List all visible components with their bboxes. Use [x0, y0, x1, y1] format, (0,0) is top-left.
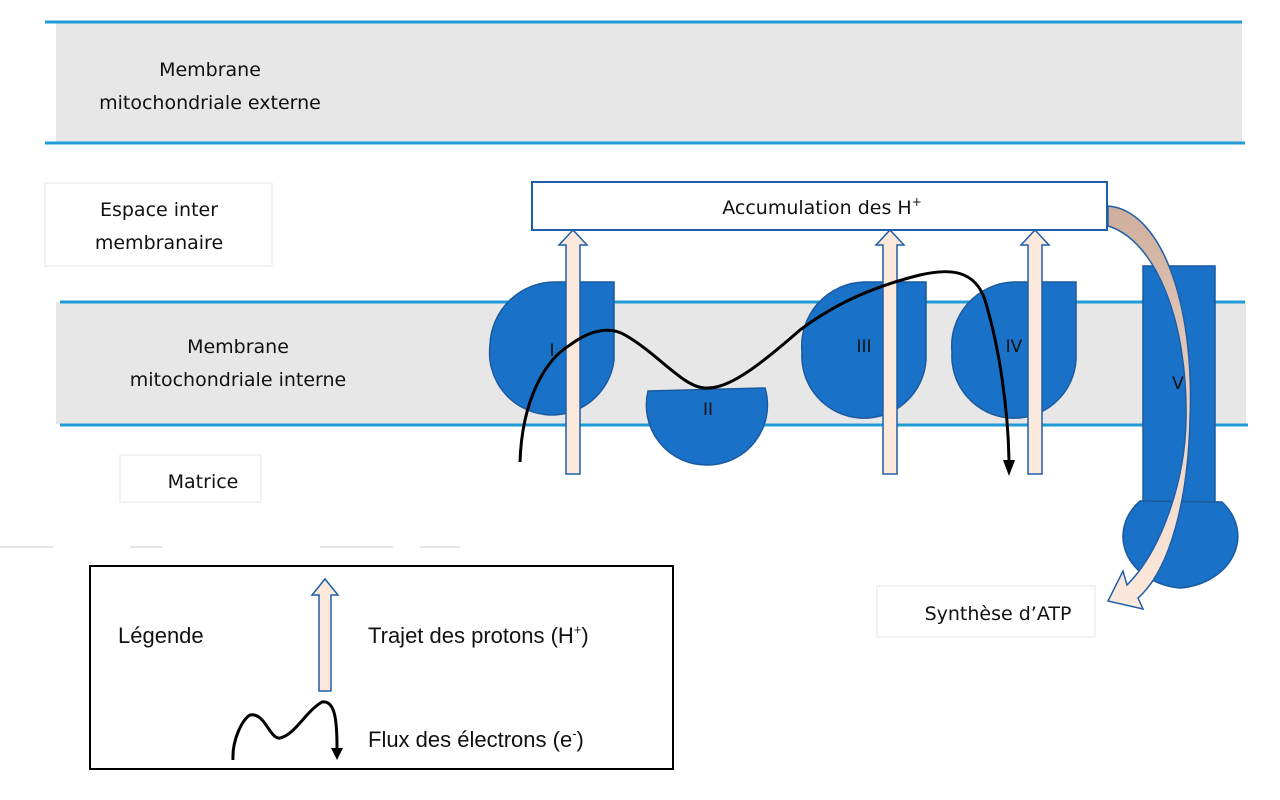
intermembrane-space: Espace inter membranaire — [44, 182, 273, 267]
legend-proton-label: Trajet des protons (H+) — [368, 622, 589, 648]
proton-arrow-complex-iv — [1019, 228, 1051, 475]
complex-ii-label: II — [703, 400, 713, 420]
intermembrane-space-box — [44, 182, 273, 267]
proton-arrow-complex-i — [557, 228, 589, 475]
matrix: Matrice — [119, 454, 262, 503]
complex-i-label: I — [549, 341, 554, 361]
legend-electron-arrowhead-icon — [331, 748, 343, 760]
complex-ii-shape — [645, 387, 769, 466]
outer-membrane-band — [56, 21, 1242, 143]
atp-synthesis-arrow — [1106, 205, 1192, 611]
legend-proton-arrow-icon — [310, 577, 340, 692]
accumulation-box — [531, 181, 1108, 231]
legend-box — [89, 565, 674, 770]
complex-i-shape — [488, 281, 615, 416]
matrix-box — [119, 454, 262, 503]
outer-membrane: Membrane mitochondriale externe — [45, 20, 1245, 145]
matrix-label: Matrice — [168, 471, 239, 493]
intermembrane-space-label-line2: membranaire — [95, 232, 223, 254]
proton-arrow-complex-iii — [874, 228, 906, 475]
electron-flow-path — [518, 270, 1011, 463]
proton-accumulation: Accumulation des H+ — [531, 181, 1108, 231]
legend: Légende Trajet des protons (H+) Flux des… — [89, 565, 674, 770]
complex-iv-label: IV — [1006, 337, 1023, 357]
complex-iv-shape — [950, 281, 1077, 419]
complex-iii-label: III — [856, 337, 871, 357]
legend-title: Légende — [118, 623, 204, 648]
complex-iii: III — [800, 281, 927, 419]
proton-arrows — [557, 228, 1051, 475]
atp-synthesis-box — [876, 585, 1096, 638]
intermembrane-space-label-line1: Espace inter — [100, 199, 218, 221]
complex-iv: IV — [950, 281, 1077, 419]
accumulation-label: Accumulation des H+ — [722, 195, 922, 219]
complex-v-label: V — [1172, 374, 1184, 394]
electron-flow-arrowhead — [1003, 460, 1015, 476]
legend-electron-label: Flux des électrons (e-) — [368, 726, 584, 752]
inner-membrane-label-line1: Membrane — [187, 336, 289, 358]
atp-synthesis-label: Synthèse d’ATP — [925, 603, 1072, 625]
legend-electron-flow-icon — [231, 700, 339, 761]
atp-synthesis: Synthèse d’ATP — [876, 585, 1096, 638]
inner-membrane-label-line2: mitochondriale interne — [130, 369, 347, 391]
complex-i: I — [488, 281, 615, 416]
outer-membrane-label-line2: mitochondriale externe — [99, 92, 321, 114]
outer-membrane-label-line1: Membrane — [159, 59, 261, 81]
complex-ii: II — [645, 387, 769, 466]
